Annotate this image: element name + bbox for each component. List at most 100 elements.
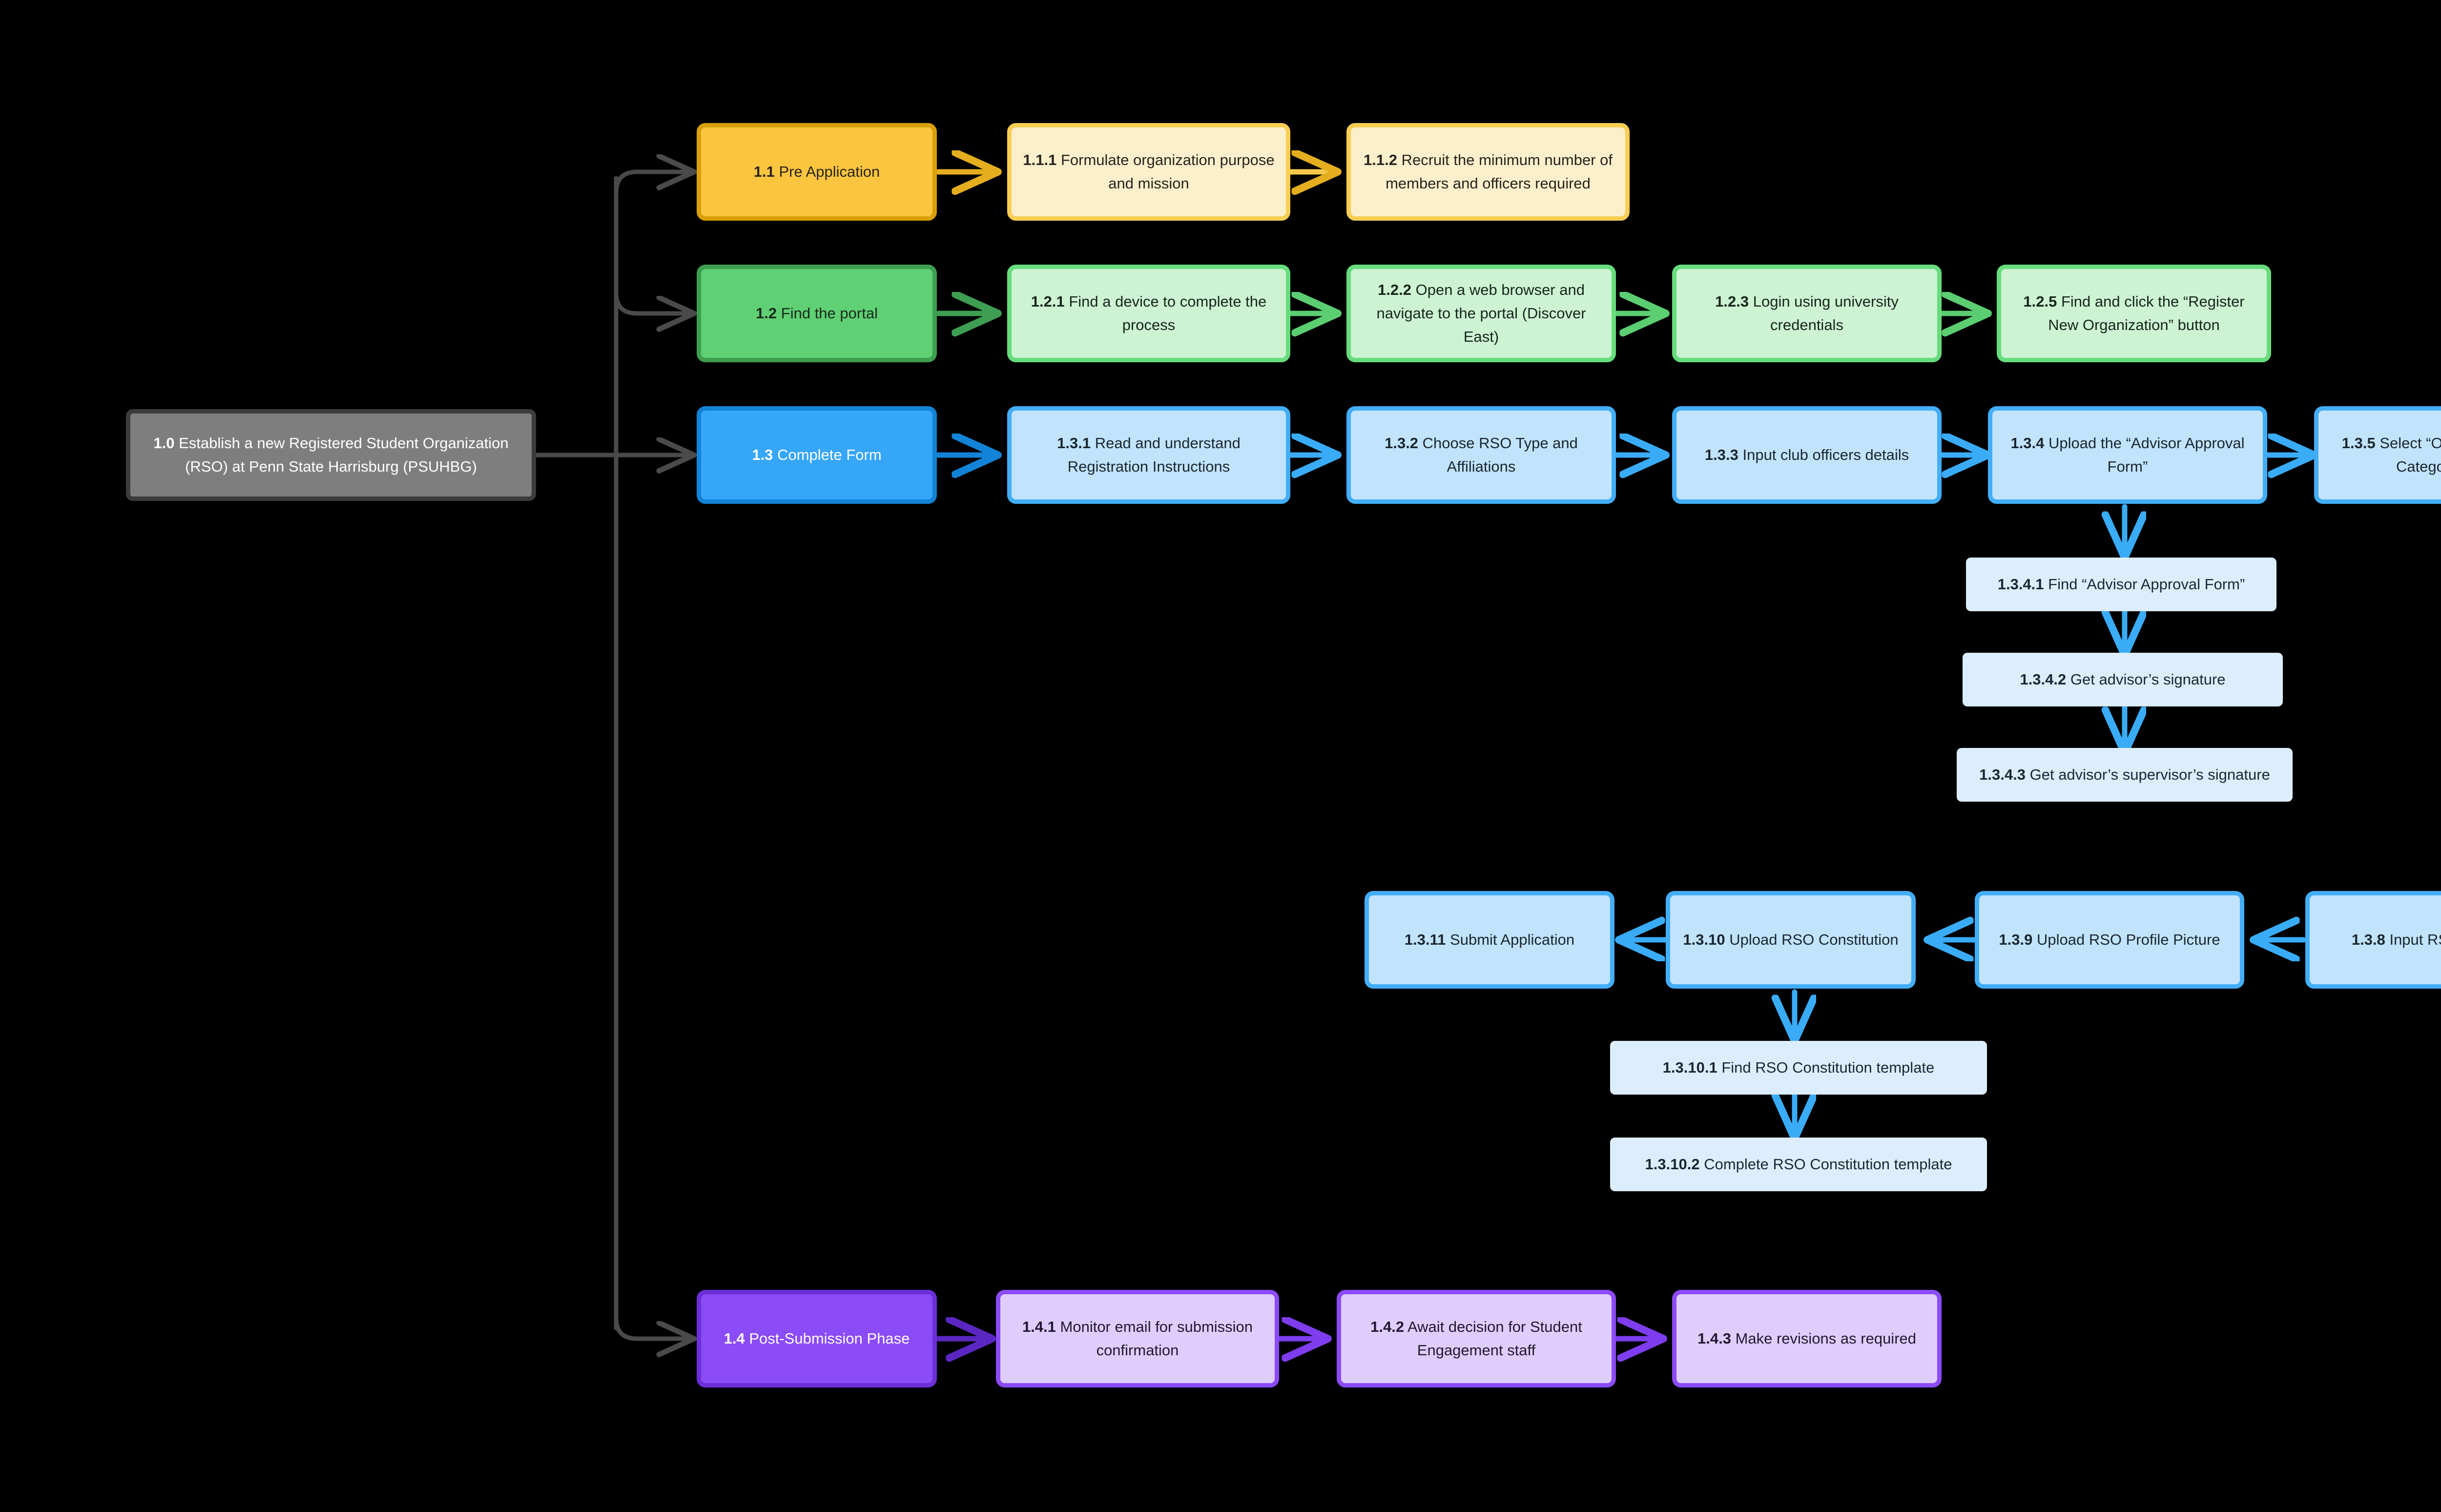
node-1-3-11-label: Submit Application xyxy=(1450,931,1575,948)
node-1-0-root[interactable]: 1.0 Establish a new Registered Student O… xyxy=(126,409,536,501)
node-1-3-11-id: 1.3.11 xyxy=(1404,931,1446,948)
node-1-3-10-label: Upload RSO Constitution xyxy=(1729,931,1899,948)
node-1-2-5-label: Find and click the “Register New Organiz… xyxy=(2048,292,2245,333)
node-1-4-1-label: Monitor email for submission confirmatio… xyxy=(1060,1318,1253,1359)
node-1-3-10-text: 1.3.10 Upload RSO Constitution xyxy=(1681,928,1901,952)
node-1-3-4[interactable]: 1.3.4 Upload the “Advisor Approval Form” xyxy=(1988,406,2267,504)
node-1-3-4-2[interactable]: 1.3.4.2 Get advisor’s signature xyxy=(1963,653,2283,706)
node-1-3-4-3[interactable]: 1.3.4.3 Get advisor’s supervisor’s signa… xyxy=(1957,748,2293,802)
node-1-3-text: 1.3 Complete Form xyxy=(712,443,922,467)
node-1-3-5-text: 1.3.5 Select “Organization Category” xyxy=(2329,432,2441,478)
node-1-1-id: 1.1 xyxy=(753,163,775,180)
node-1-4-3-id: 1.4.3 xyxy=(1697,1329,1731,1347)
node-1-2-1[interactable]: 1.2.1 Find a device to complete the proc… xyxy=(1007,265,1290,362)
node-1-2-1-id: 1.2.1 xyxy=(1031,292,1065,310)
node-1-3-4-label: Upload the “Advisor Approval Form” xyxy=(2048,434,2245,475)
node-1-3-11[interactable]: 1.3.11 Submit Application xyxy=(1365,891,1614,989)
node-1-2[interactable]: 1.2 Find the portal xyxy=(697,265,937,362)
node-1-4-text: 1.4 Post-Submission Phase xyxy=(712,1327,922,1350)
node-1-2-5-text: 1.2.5 Find and click the “Register New O… xyxy=(2012,290,2256,337)
node-1-0-id: 1.0 xyxy=(153,434,175,452)
node-1-3-10-1-label: Find RSO Constitution template xyxy=(1721,1058,1935,1076)
node-1-3-id: 1.3 xyxy=(752,446,773,463)
node-1-1-1-label: Formulate organization purpose and missi… xyxy=(1060,151,1275,192)
node-1-3-2-label: Choose RSO Type and Affiliations xyxy=(1422,434,1578,475)
node-1-4-3[interactable]: 1.4.3 Make revisions as required xyxy=(1672,1290,1942,1388)
node-1-3-2[interactable]: 1.3.2 Choose RSO Type and Affiliations xyxy=(1346,406,1616,504)
node-1-3-9-text: 1.3.9 Upload RSO Profile Picture xyxy=(1990,928,2229,952)
node-1-3-4-2-text: 1.3.4.2 Get advisor’s signature xyxy=(1973,668,2272,691)
node-1-4-2[interactable]: 1.4.2 Await decision for Student Engagem… xyxy=(1337,1290,1616,1388)
node-1-4-2-label: Await decision for Student Engagement st… xyxy=(1407,1318,1582,1359)
node-1-3-8[interactable]: 1.3.8 Input RSO Roster xyxy=(2305,891,2441,989)
node-1-3-9[interactable]: 1.3.9 Upload RSO Profile Picture xyxy=(1975,891,2244,989)
node-1-3-10-id: 1.3.10 xyxy=(1683,931,1725,948)
node-1-3-9-id: 1.3.9 xyxy=(1999,931,2033,948)
node-1-3-4-1-label: Find “Advisor Approval Form” xyxy=(2048,575,2245,593)
node-1-1-2-id: 1.1.2 xyxy=(1363,151,1397,168)
node-1-1-2[interactable]: 1.1.2 Recruit the minimum number of memb… xyxy=(1346,123,1630,221)
node-1-0-label: Establish a new Registered Student Organ… xyxy=(179,434,509,475)
node-1-4-3-text: 1.4.3 Make revisions as required xyxy=(1687,1327,1926,1350)
node-1-3-1[interactable]: 1.3.1 Read and understand Registration I… xyxy=(1007,406,1290,504)
node-1-3-10-2[interactable]: 1.3.10.2 Complete RSO Constitution templ… xyxy=(1610,1138,1987,1191)
node-1-2-2[interactable]: 1.2.2 Open a web browser and navigate to… xyxy=(1346,265,1616,362)
node-1-3-10-1[interactable]: 1.3.10.1 Find RSO Constitution template xyxy=(1610,1041,1987,1095)
node-1-3-4-text: 1.3.4 Upload the “Advisor Approval Form” xyxy=(2003,432,2252,478)
node-1-3-9-label: Upload RSO Profile Picture xyxy=(2036,931,2220,948)
node-1-2-3[interactable]: 1.2.3 Login using university credentials xyxy=(1672,265,1942,362)
node-1-3-4-2-label: Get advisor’s signature xyxy=(2070,670,2226,688)
node-1-2-3-label: Login using university credentials xyxy=(1753,292,1899,333)
node-1-1-label: Pre Application xyxy=(779,163,880,180)
node-1-2-label: Find the portal xyxy=(781,304,878,322)
node-1-3-1-label: Read and understand Registration Instruc… xyxy=(1067,434,1241,475)
node-1-4-3-label: Make revisions as required xyxy=(1735,1329,1917,1347)
node-1-3-4-3-id: 1.3.4.3 xyxy=(1979,766,2026,783)
node-1-2-text: 1.2 Find the portal xyxy=(712,302,922,325)
node-1-4-label: Post-Submission Phase xyxy=(749,1329,910,1347)
node-1-3-4-3-label: Get advisor’s supervisor’s signature xyxy=(2029,766,2270,783)
node-1-3-4-1-text: 1.3.4.1 Find “Advisor Approval Form” xyxy=(1977,573,2266,596)
node-1-2-2-id: 1.2.2 xyxy=(1378,281,1411,298)
node-1-4[interactable]: 1.4 Post-Submission Phase xyxy=(697,1290,937,1388)
node-1-3-10-1-id: 1.3.10.1 xyxy=(1662,1058,1717,1076)
node-1-3[interactable]: 1.3 Complete Form xyxy=(697,406,937,504)
node-1-4-2-id: 1.4.2 xyxy=(1370,1318,1405,1335)
node-1-4-1-text: 1.4.1 Monitor email for submission confi… xyxy=(1011,1315,1264,1362)
node-1-3-10[interactable]: 1.3.10 Upload RSO Constitution xyxy=(1666,891,1916,989)
node-1-3-5[interactable]: 1.3.5 Select “Organization Category” xyxy=(2314,406,2441,504)
node-1-1-2-label: Recruit the minimum number of members an… xyxy=(1386,151,1613,192)
node-1-3-4-1[interactable]: 1.3.4.1 Find “Advisor Approval Form” xyxy=(1966,558,2276,611)
edge-root-to-14 xyxy=(614,1316,693,1339)
node-1-3-1-text: 1.3.1 Read and understand Registration I… xyxy=(1022,432,1275,478)
node-1-3-10-2-label: Complete RSO Constitution template xyxy=(1704,1155,1952,1173)
node-1-3-4-3-text: 1.3.4.3 Get advisor’s supervisor’s signa… xyxy=(1967,763,2282,787)
node-1-2-2-text: 1.2.2 Open a web browser and navigate to… xyxy=(1362,278,1601,349)
node-1-3-10-2-id: 1.3.10.2 xyxy=(1645,1155,1700,1173)
edge-root-to-12 xyxy=(614,290,693,313)
node-1-3-5-id: 1.3.5 xyxy=(2341,434,2376,452)
node-1-1-1-text: 1.1.1 Formulate organization purpose and… xyxy=(1022,148,1275,195)
node-1-2-2-label: Open a web browser and navigate to the p… xyxy=(1376,281,1586,346)
node-1-3-10-1-text: 1.3.10.1 Find RSO Constitution template xyxy=(1621,1056,1976,1079)
node-1-3-3[interactable]: 1.3.3 Input club officers details xyxy=(1672,406,1942,504)
node-1-4-id: 1.4 xyxy=(724,1329,745,1347)
node-1-1[interactable]: 1.1 Pre Application xyxy=(697,123,937,221)
node-1-2-3-text: 1.2.3 Login using university credentials xyxy=(1687,290,1926,337)
node-1-4-1[interactable]: 1.4.1 Monitor email for submission confi… xyxy=(996,1290,1279,1388)
node-1-4-1-id: 1.4.1 xyxy=(1022,1318,1056,1335)
node-1-4-2-text: 1.4.2 Await decision for Student Engagem… xyxy=(1352,1315,1601,1362)
node-1-3-8-label: Input RSO Roster xyxy=(2389,931,2441,948)
node-1-3-label: Complete Form xyxy=(777,446,882,463)
node-1-3-1-id: 1.3.1 xyxy=(1057,434,1091,452)
node-1-3-3-label: Input club officers details xyxy=(1742,446,1909,463)
edge-root-to-11 xyxy=(614,172,693,195)
node-1-3-10-2-text: 1.3.10.2 Complete RSO Constitution templ… xyxy=(1621,1153,1976,1176)
node-1-2-5-id: 1.2.5 xyxy=(2023,292,2057,310)
node-1-3-3-id: 1.3.3 xyxy=(1704,446,1738,463)
node-1-3-8-id: 1.3.8 xyxy=(2351,931,2385,948)
node-1-1-1[interactable]: 1.1.1 Formulate organization purpose and… xyxy=(1007,123,1290,221)
node-1-2-5[interactable]: 1.2.5 Find and click the “Register New O… xyxy=(1997,265,2271,362)
node-1-3-4-2-id: 1.3.4.2 xyxy=(2020,670,2067,688)
